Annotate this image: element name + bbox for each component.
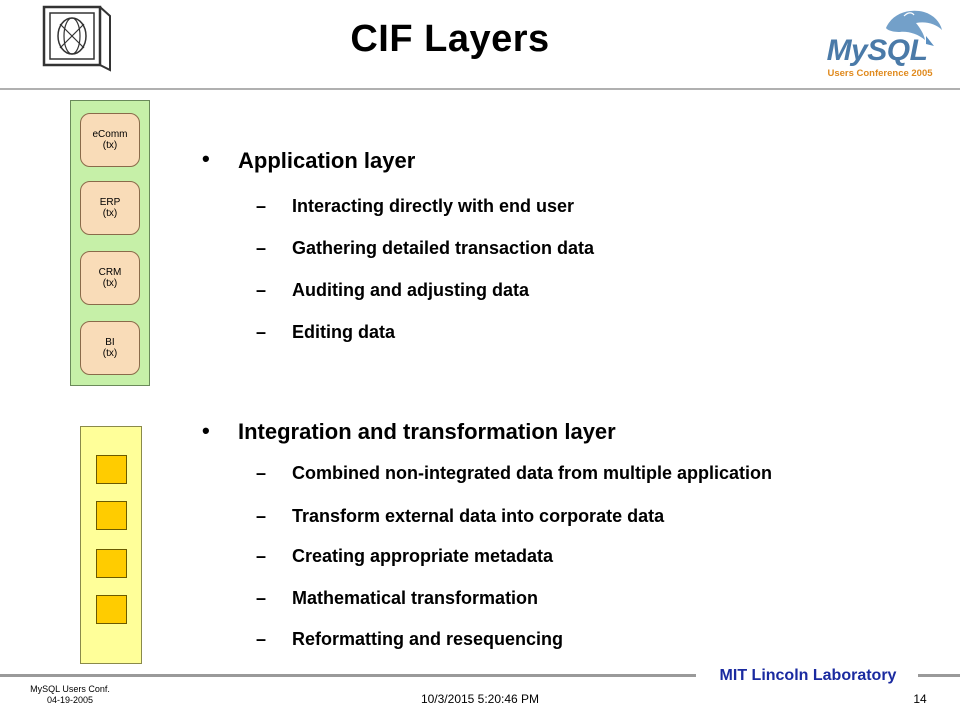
app-box-sub: (tx) <box>102 208 118 219</box>
footer-timestamp: 10/3/2015 5:20:46 PM <box>420 692 540 706</box>
footer-divider-left <box>0 674 696 677</box>
app-box-ecomm: eComm (tx) <box>80 113 140 167</box>
integration-box <box>96 501 127 530</box>
page-number: 14 <box>913 692 927 706</box>
app-box-sub: (tx) <box>102 348 118 359</box>
integration-layer-diagram <box>80 426 142 664</box>
mysql-dolphin-logo-icon <box>886 10 942 46</box>
lincoln-lab-logo-icon <box>42 5 111 72</box>
sub-item: Mathematical transformation <box>292 588 539 608</box>
sub-item: Auditing and adjusting data <box>292 280 529 300</box>
sub-dash: – <box>256 463 267 483</box>
sub-dash: – <box>256 196 267 216</box>
bullet-application-layer: Application layer <box>238 148 416 173</box>
bullet-dot: • <box>202 418 210 443</box>
sub-dash: – <box>256 629 267 649</box>
conference-label: MySQL Users Conf. 04-19-2005 <box>10 684 130 706</box>
mysql-conference-text: Users Conference 2005 <box>827 68 933 79</box>
mysql-logo-text: MySQL <box>826 34 928 67</box>
sub-item: Creating appropriate metadata <box>292 546 554 566</box>
app-box-label: ERP <box>99 197 121 208</box>
bullet-dot: • <box>202 146 210 171</box>
page-title: CIF Layers <box>350 18 550 60</box>
integration-box <box>96 455 127 484</box>
header-divider <box>0 88 960 90</box>
app-box-erp: ERP (tx) <box>80 181 140 235</box>
integration-box <box>96 595 127 624</box>
app-box-sub: (tx) <box>102 140 118 151</box>
sub-dash: – <box>256 546 267 566</box>
sub-dash: – <box>256 280 267 300</box>
conference-name: MySQL Users Conf. <box>30 684 110 694</box>
sub-item: Transform external data into corporate d… <box>292 506 665 526</box>
bullet-integration-layer: Integration and transformation layer <box>238 419 616 444</box>
footer-divider-right <box>918 674 960 677</box>
sub-dash: – <box>256 588 267 608</box>
sub-item: Editing data <box>292 322 395 342</box>
app-box-bi: BI (tx) <box>80 321 140 375</box>
conference-date: 04-19-2005 <box>46 695 94 705</box>
sub-item: Interacting directly with end user <box>292 196 575 216</box>
sub-item: Combined non-integrated data from multip… <box>292 463 773 483</box>
app-box-label: BI <box>105 337 115 348</box>
app-box-sub: (tx) <box>102 278 118 289</box>
sub-dash: – <box>256 506 267 526</box>
integration-box <box>96 549 127 578</box>
sub-item: Reformatting and resequencing <box>292 629 564 649</box>
lab-name: MIT Lincoln Laboratory <box>719 667 897 684</box>
application-layer-diagram: eComm (tx) ERP (tx) CRM (tx) BI (tx) <box>70 100 150 386</box>
sub-dash: – <box>256 238 267 258</box>
sub-dash: – <box>256 322 267 342</box>
app-box-crm: CRM (tx) <box>80 251 140 305</box>
app-box-label: eComm <box>92 129 128 140</box>
app-box-label: CRM <box>98 267 122 278</box>
sub-item: Gathering detailed transaction data <box>292 238 595 258</box>
